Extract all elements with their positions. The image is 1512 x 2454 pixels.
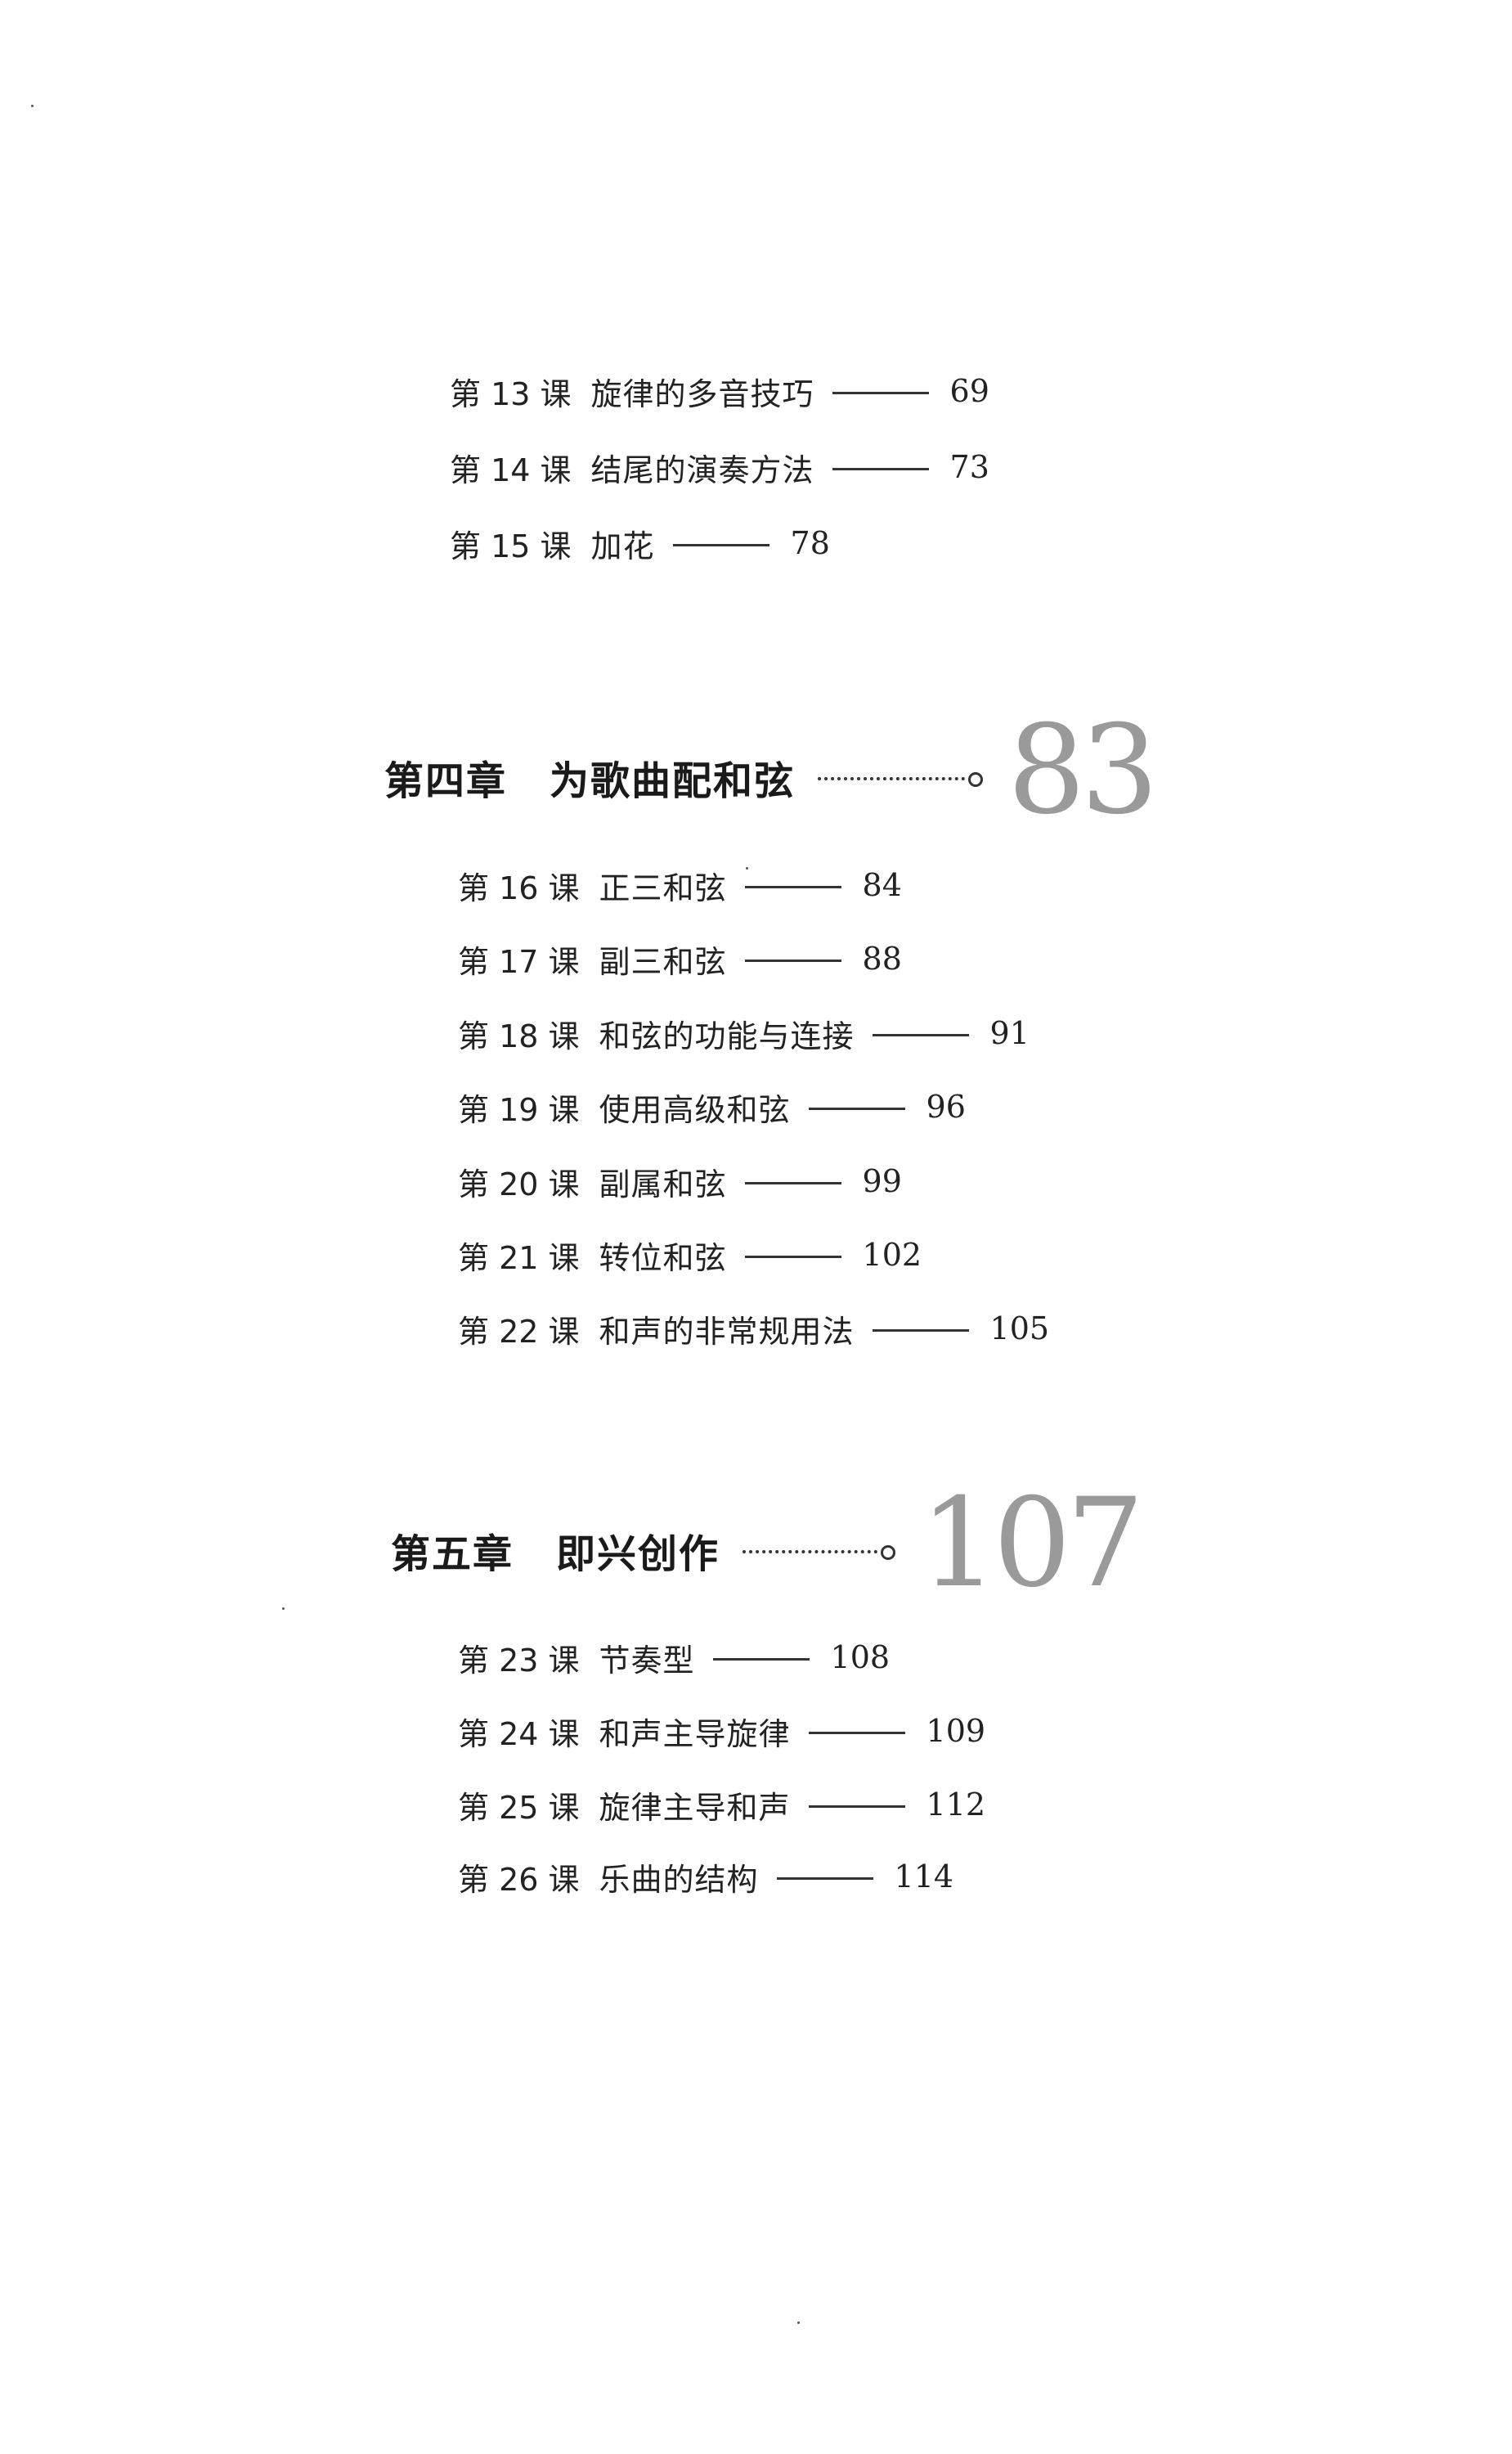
lesson-page: 78 [790, 525, 830, 561]
lesson-19[interactable]: 第 19 课 使用高级和弦 96 [458, 1082, 966, 1131]
lesson-title: 和弦的功能与连接 [599, 1018, 855, 1054]
lesson-number: 第 22 课 [458, 1313, 580, 1350]
leader-line [808, 1731, 905, 1734]
lesson-number: 第 21 课 [458, 1239, 580, 1276]
lesson-title: 和声主导旋律 [599, 1715, 791, 1752]
lesson-page: 69 [949, 373, 989, 409]
lesson-title: 节奏型 [599, 1642, 695, 1679]
lesson-number: 第 13 课 [450, 375, 572, 412]
leader-line [744, 1255, 841, 1258]
chapter-title: 即兴创作 [556, 1531, 720, 1577]
lesson-page: 88 [862, 941, 902, 977]
chapter-page-number: 107 [920, 1472, 1144, 1615]
lesson-title: 旋律主导和声 [599, 1789, 791, 1826]
lesson-number: 第 17 课 [458, 943, 580, 980]
leader-line [872, 1328, 969, 1332]
lesson-17[interactable]: 第 17 课 副三和弦 88 [458, 934, 902, 983]
chapter-title: 为歌曲配和弦 [550, 758, 796, 804]
lesson-number: 第 25 课 [458, 1789, 580, 1826]
leader-line [808, 1107, 905, 1110]
leader-line [808, 1805, 905, 1808]
lesson-14[interactable]: 第 14 课 结尾的演奏方法 73 [450, 443, 989, 492]
scan-speck [31, 105, 34, 107]
scan-speck [746, 867, 748, 870]
lesson-page: 91 [989, 1015, 1030, 1051]
leader-line [744, 959, 841, 962]
lesson-number: 第 24 课 [458, 1715, 580, 1752]
lesson-title: 使用高级和弦 [599, 1091, 791, 1128]
lesson-number: 第 26 课 [458, 1861, 580, 1898]
lesson-page: 105 [989, 1310, 1050, 1346]
lesson-23[interactable]: 第 23 课 节奏型 108 [458, 1633, 890, 1682]
leader-line [832, 391, 929, 394]
lesson-number: 第 14 课 [450, 452, 572, 488]
lesson-page: 73 [949, 449, 989, 485]
lesson-title: 乐曲的结构 [599, 1861, 759, 1898]
lesson-page: 84 [862, 867, 902, 903]
leader-line [744, 885, 841, 888]
lesson-18[interactable]: 第 18 课 和弦的功能与连接 91 [458, 1009, 1030, 1058]
lesson-title: 副三和弦 [599, 943, 727, 980]
lesson-number: 第 15 课 [450, 528, 572, 564]
lesson-15[interactable]: 第 15 课 加花 78 [450, 519, 830, 568]
scan-speck [797, 2321, 800, 2324]
lesson-title: 加花 [590, 528, 655, 564]
lesson-25[interactable]: 第 25 课 旋律主导和声 112 [458, 1780, 985, 1829]
leader-end-circle [968, 772, 984, 787]
lesson-title: 转位和弦 [599, 1239, 727, 1276]
leader-line [832, 467, 929, 470]
lesson-page: 114 [894, 1858, 954, 1894]
lesson-number: 第 23 课 [458, 1642, 580, 1679]
lesson-title: 副属和弦 [599, 1166, 727, 1202]
lesson-26[interactable]: 第 26 课 乐曲的结构 114 [458, 1852, 953, 1901]
lesson-page: 96 [926, 1089, 966, 1125]
lesson-page: 108 [830, 1639, 891, 1675]
leader-end-circle [881, 1545, 896, 1560]
lesson-20[interactable]: 第 20 课 副属和弦 99 [458, 1157, 902, 1206]
lesson-24[interactable]: 第 24 课 和声主导旋律 109 [458, 1706, 985, 1755]
leader-line [872, 1033, 969, 1036]
lesson-number: 第 18 课 [458, 1018, 580, 1054]
lesson-13[interactable]: 第 13 课 旋律的多音技巧 69 [450, 366, 989, 416]
lesson-title: 结尾的演奏方法 [590, 452, 814, 488]
lesson-page: 99 [862, 1163, 902, 1199]
chapter-label: 第四章 [384, 758, 508, 804]
leader-line [776, 1876, 873, 1880]
lesson-page: 109 [926, 1713, 986, 1749]
lesson-page: 112 [926, 1787, 986, 1823]
lesson-number: 第 20 课 [458, 1166, 580, 1202]
lesson-number: 第 19 课 [458, 1091, 580, 1128]
lesson-16[interactable]: 第 16 课 正三和弦 84 [458, 861, 902, 910]
lesson-title: 旋律的多音技巧 [590, 375, 814, 412]
leader-line [672, 543, 769, 546]
scan-speck [282, 1607, 285, 1610]
chapter-5-header[interactable]: 第五章即兴创作 107 [391, 1482, 1144, 1607]
lesson-title: 和声的非常规用法 [599, 1313, 855, 1350]
leader-line [712, 1657, 810, 1661]
leader-line [744, 1181, 841, 1184]
chapter-label: 第五章 [391, 1531, 514, 1577]
chapter-heading: 第五章即兴创作 [391, 1521, 720, 1579]
dotted-leader [743, 1550, 878, 1553]
lesson-22[interactable]: 第 22 课 和声的非常规用法 105 [458, 1304, 1049, 1353]
lesson-title: 正三和弦 [599, 870, 727, 906]
lesson-page: 102 [862, 1237, 922, 1273]
lesson-number: 第 16 课 [458, 870, 580, 906]
dotted-leader [818, 777, 966, 780]
chapter-heading: 第四章为歌曲配和弦 [384, 748, 795, 806]
chapter-page-number: 83 [1007, 699, 1159, 842]
lesson-21[interactable]: 第 21 课 转位和弦 102 [458, 1230, 922, 1279]
chapter-4-header[interactable]: 第四章为歌曲配和弦 83 [384, 709, 1159, 834]
